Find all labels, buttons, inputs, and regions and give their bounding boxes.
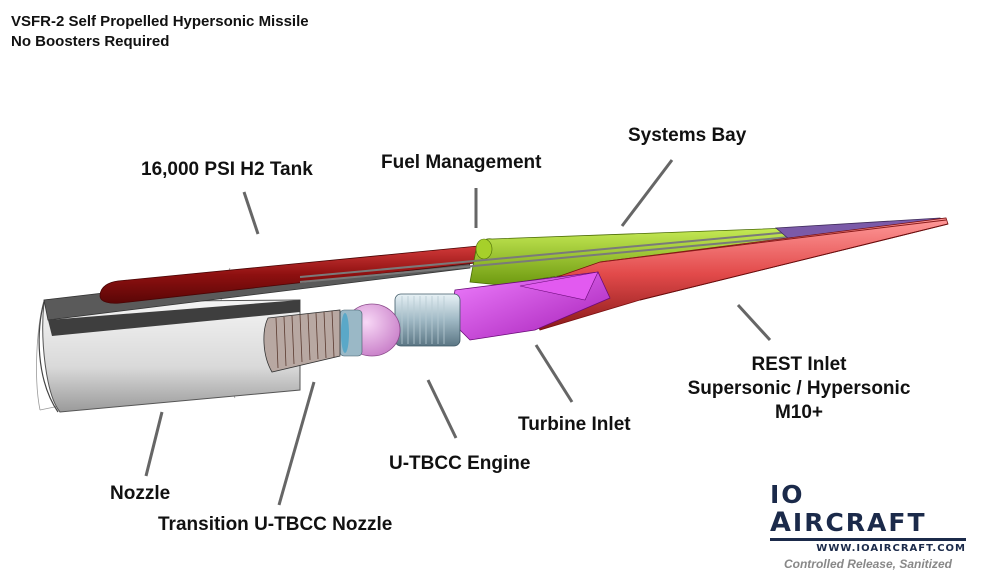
logo-url: WWW.IOAIRCRAFT.COM — [816, 543, 966, 554]
logo-underline — [770, 538, 966, 541]
title-line-1: VSFR-2 Self Propelled Hypersonic Missile — [11, 13, 309, 30]
label-turbine-inlet: Turbine Inlet — [518, 414, 631, 435]
leader-transition-nozzle — [277, 381, 316, 506]
label-rest-inlet-line-1: REST Inlet — [751, 354, 847, 375]
logo-wordmark: IO AIRCRAFT — [770, 480, 927, 538]
diagram-title: VSFR-2 Self Propelled Hypersonic Missile… — [11, 12, 309, 52]
title-line-2: No Boosters Required — [11, 33, 170, 50]
leader-turbine-inlet — [534, 344, 574, 403]
leader-h2-tank — [242, 191, 260, 235]
label-h2-tank: 16,000 PSI H2 Tank — [141, 159, 313, 180]
leader-rest-inlet — [736, 303, 772, 342]
leader-lines — [144, 159, 772, 506]
logo-release-note: Controlled Release, Sanitized — [783, 557, 952, 571]
label-systems-bay: Systems Bay — [628, 125, 747, 146]
utbcc-engine-shape — [394, 293, 461, 347]
label-utbcc-engine: U-TBCC Engine — [389, 453, 531, 474]
label-transition-nozzle: Transition U-TBCC Nozzle — [158, 514, 393, 535]
leader-systems-bay — [620, 159, 674, 227]
transition-nozzle-shape — [263, 309, 341, 373]
label-rest-inlet: REST Inlet Supersonic / Hypersonic M10+ — [674, 353, 924, 425]
leader-nozzle — [144, 411, 164, 477]
label-nozzle: Nozzle — [110, 483, 171, 504]
label-rest-inlet-line-2: Supersonic / Hypersonic — [687, 378, 911, 399]
label-rest-inlet-line-3: M10+ — [774, 402, 824, 423]
io-aircraft-logo: IO AIRCRAFT WWW.IOAIRCRAFT.COM Controlle… — [770, 481, 970, 571]
rods — [299, 231, 791, 283]
leader-utbcc-engine — [426, 379, 458, 439]
label-fuel-management: Fuel Management — [381, 152, 542, 173]
